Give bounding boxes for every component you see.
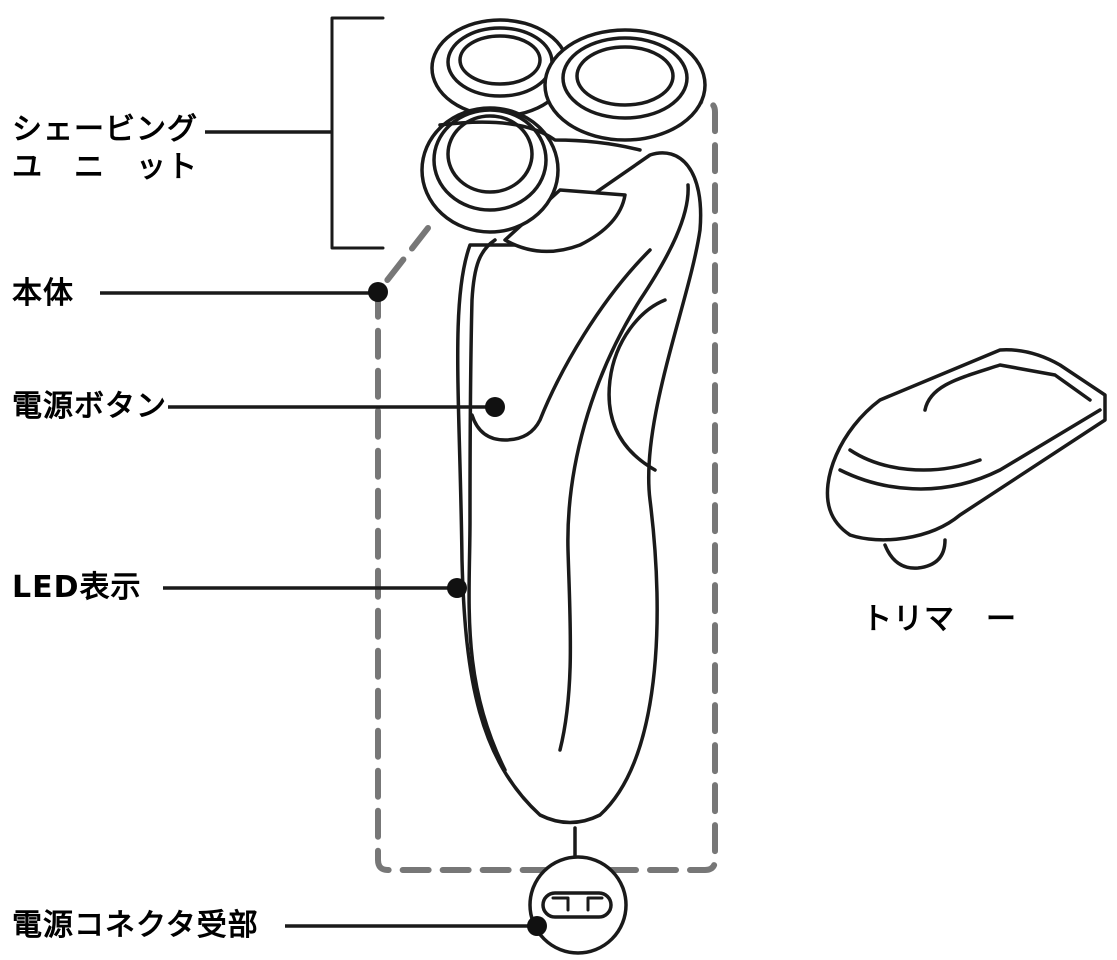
handle-grip-line	[467, 238, 507, 772]
head-neck	[503, 188, 627, 254]
handle-back-curve	[607, 298, 667, 472]
connector-pins	[551, 896, 604, 912]
pointer-body	[368, 282, 388, 302]
head-frame	[438, 120, 642, 152]
label-led-display: LED表示	[12, 570, 142, 605]
shaving-head-right	[543, 28, 707, 142]
power-connector-housing	[528, 855, 628, 955]
shaver-handle	[456, 151, 703, 825]
label-shaving-unit-2: ユ ニ ット	[12, 150, 198, 185]
handle-inner-curve	[558, 183, 690, 752]
trimmer-illustration	[825, 348, 1107, 570]
label-power-connector: 電源コネクタ受部	[12, 908, 259, 943]
label-shaving-unit-1: シェービング	[12, 112, 198, 147]
label-body: 本体	[12, 276, 74, 311]
label-power-button: 電源ボタン	[12, 389, 167, 424]
button-panel	[470, 248, 652, 442]
connector-socket	[541, 891, 613, 919]
body-dashed-outline	[375, 99, 718, 873]
pointer-led	[447, 578, 467, 598]
label-trimmer: トリマ ー	[862, 602, 1017, 637]
pointer-power-button	[485, 397, 505, 417]
shaving-head-left	[420, 106, 560, 234]
shaving-unit-bracket	[330, 16, 385, 250]
pointer-connector	[527, 916, 547, 936]
